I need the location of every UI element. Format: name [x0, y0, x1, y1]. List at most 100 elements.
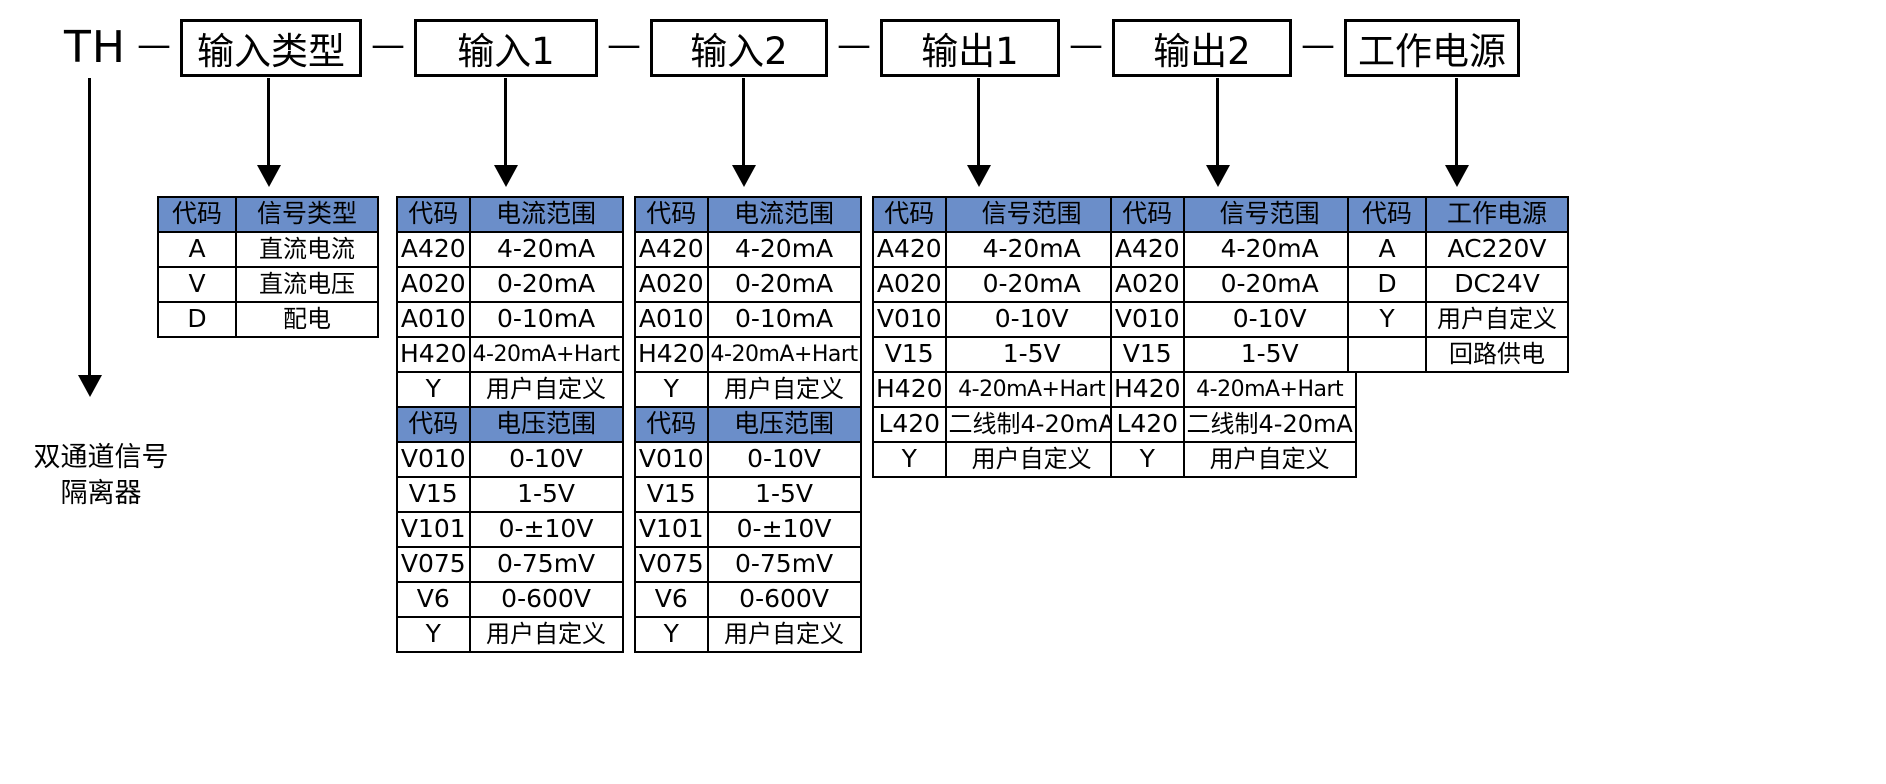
model-prefix: TH: [64, 22, 126, 73]
arrowhead-input-type: [257, 165, 281, 187]
table-header-row: 代码信号类型: [157, 196, 379, 233]
cell-code: V6: [396, 581, 471, 618]
table-header-row: 代码电压范围: [396, 406, 624, 443]
code-box-power-supply[interactable]: 工作电源: [1343, 19, 1520, 77]
cell-value: 用户自定义: [944, 441, 1119, 478]
code-box-input-type[interactable]: 输入类型: [179, 19, 362, 77]
cell-code: Y: [1110, 441, 1185, 478]
table-header-row: 代码电流范围: [396, 196, 624, 233]
cell-value: 0-±10V: [468, 511, 624, 548]
arrowhead-prefix: [78, 375, 102, 397]
code-box-output-1[interactable]: 输出1: [879, 19, 1060, 77]
table-row[interactable]: 回路供电: [1347, 336, 1569, 373]
cell-value: 4-20mA+Hart: [1182, 371, 1357, 408]
cell-code: V6: [634, 581, 709, 618]
cell-value: 直流电压: [235, 266, 379, 303]
cell-code: A020: [634, 266, 709, 303]
cell-code: V101: [634, 511, 709, 548]
cell-code: A020: [1110, 266, 1185, 303]
product-name-line-2: 隔离器: [60, 477, 142, 509]
separator-dash-3: —: [606, 25, 641, 65]
cell-value: 用户自定义: [468, 371, 624, 408]
cell-value: 0-75mV: [468, 546, 624, 583]
cell-value: DC24V: [1425, 266, 1569, 303]
arrowhead-input-1: [494, 165, 518, 187]
cell-code: A420: [396, 231, 471, 268]
cell-value: 0-10V: [1182, 301, 1357, 338]
cell-code: [1347, 336, 1427, 373]
column-header-value: 信号范围: [1182, 196, 1357, 233]
model-code-row: TH — 输入类型 — 输入1 — 输入2 — 输出1 — 输出2 — 工作电源: [0, 8, 1886, 88]
cell-code: Y: [396, 616, 471, 653]
cell-value: 1-5V: [706, 476, 862, 513]
connector-line-power-supply: [1455, 78, 1458, 168]
code-box-input-1[interactable]: 输入1: [413, 19, 598, 77]
cell-value: 1-5V: [944, 336, 1119, 373]
product-name-label: 双通道信号 隔离器: [6, 440, 196, 511]
code-box-output-2[interactable]: 输出2: [1111, 19, 1292, 77]
code-box-input-2[interactable]: 输入2: [649, 19, 828, 77]
cell-value: 0-600V: [468, 581, 624, 618]
column-header-value: 信号类型: [235, 196, 379, 233]
cell-value: 二线制4-20mA: [1182, 406, 1357, 443]
table-header-row: 代码信号范围: [1110, 196, 1357, 233]
cell-code: V15: [396, 476, 471, 513]
cell-value: 0-20mA: [944, 266, 1119, 303]
arrowhead-input-2: [732, 165, 756, 187]
cell-code: A020: [872, 266, 947, 303]
separator-dash-1: —: [136, 25, 171, 65]
cell-value: 0-10V: [944, 301, 1119, 338]
arrowhead-output-1: [967, 165, 991, 187]
cell-code: V075: [634, 546, 709, 583]
cell-code: H420: [396, 336, 471, 373]
cell-code: H420: [872, 371, 947, 408]
cell-code: H420: [1110, 371, 1185, 408]
cell-value: 用户自定义: [468, 616, 624, 653]
